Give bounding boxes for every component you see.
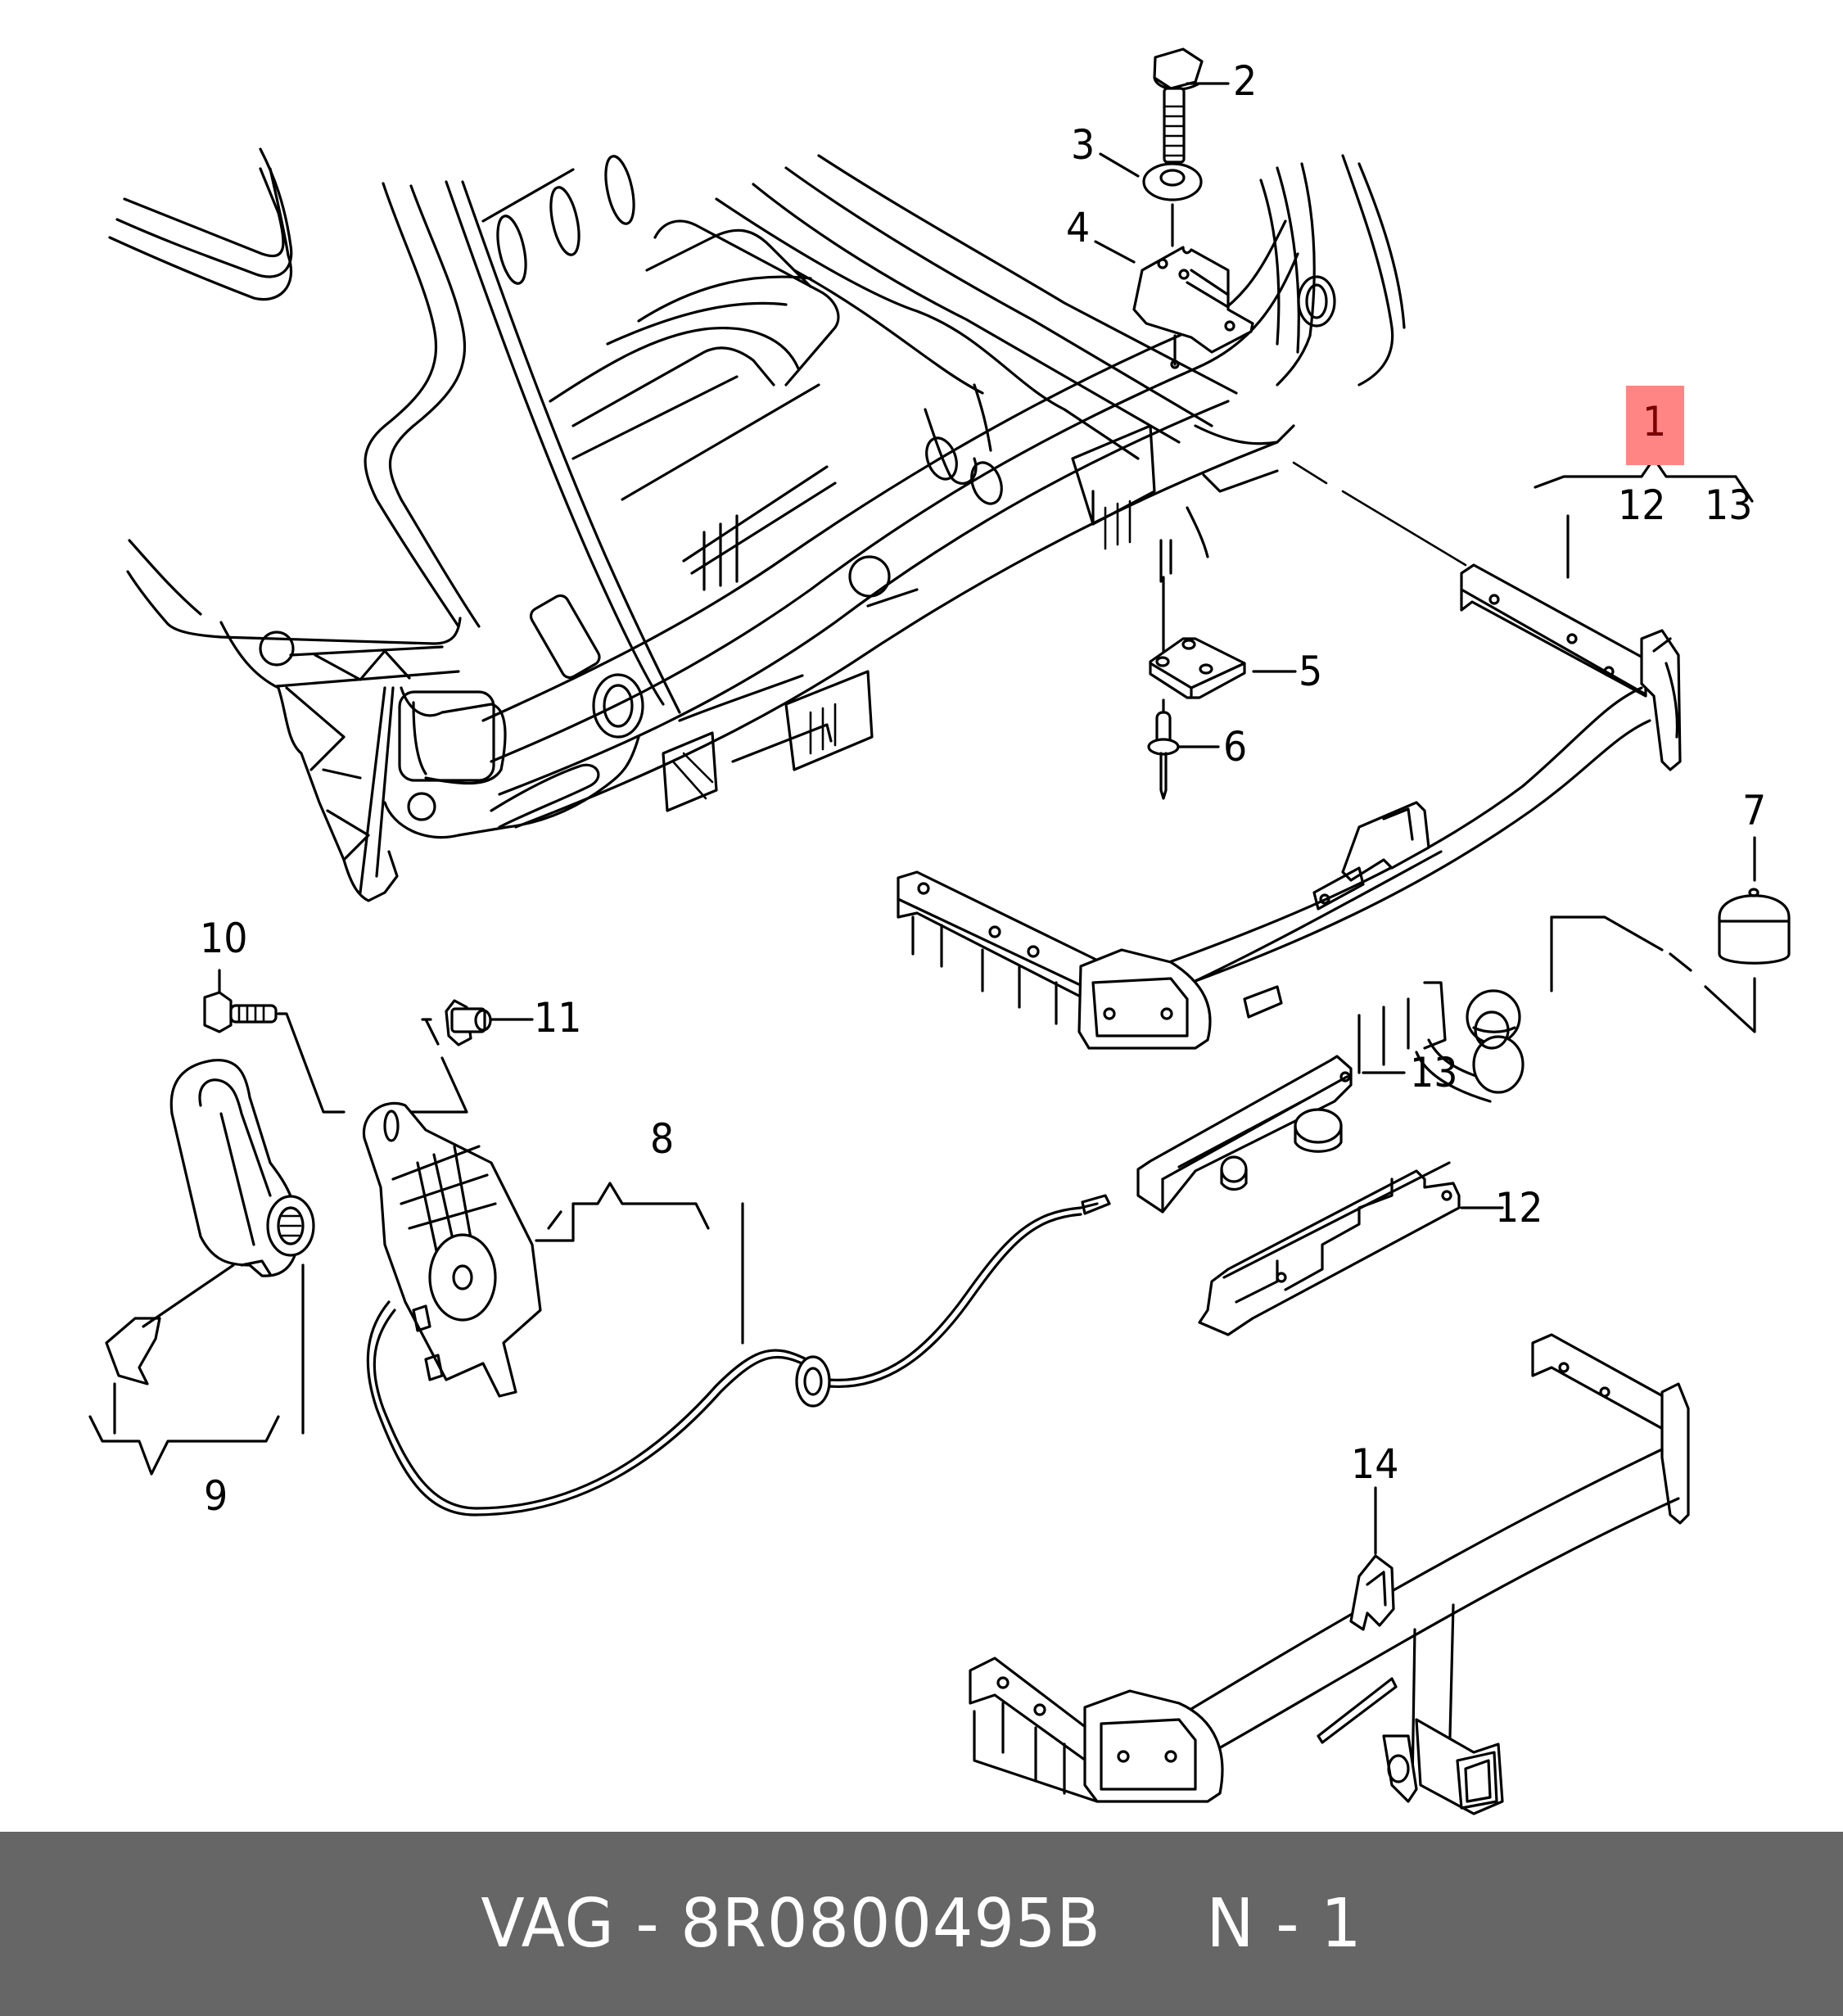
rail-12 xyxy=(1198,1161,1504,1336)
callout-6[interactable]: 6 xyxy=(1223,723,1248,771)
callout-11[interactable]: 11 xyxy=(534,994,582,1042)
part-number-text: VAG - 8R0800495B N - 1 xyxy=(481,1885,1362,1963)
callout-8[interactable]: 8 xyxy=(650,1115,675,1163)
callout-5[interactable]: 5 xyxy=(1299,648,1323,695)
callout-14[interactable]: 14 xyxy=(1351,1440,1399,1488)
plate-5 xyxy=(1149,576,1297,699)
callout-3[interactable]: 3 xyxy=(1071,121,1095,169)
bolt-10 xyxy=(203,969,346,1114)
callout-12[interactable]: 12 xyxy=(1495,1184,1543,1232)
nut-11 xyxy=(400,999,534,1114)
vehicle-body-illustration xyxy=(108,147,1406,902)
callout-9[interactable]: 9 xyxy=(204,1472,228,1520)
bracket-4 xyxy=(1094,240,1254,369)
footer-bar: VAG - 8R0800495B N - 1 xyxy=(0,1832,1843,2016)
leader-body-to-hitch xyxy=(1292,461,1467,567)
parts-diagram xyxy=(88,47,1791,1815)
callout-7[interactable]: 7 xyxy=(1742,787,1767,834)
bracket-13 xyxy=(1136,1055,1406,1214)
rivet-6 xyxy=(1147,698,1220,800)
highlight-box-part-1 xyxy=(1626,386,1684,465)
callout-10[interactable]: 10 xyxy=(200,915,248,962)
callout-13[interactable]: 13 xyxy=(1410,1049,1458,1096)
cover-9 xyxy=(88,1059,315,1476)
callout-2[interactable]: 2 xyxy=(1233,57,1258,105)
towbar-14 xyxy=(969,1333,1690,1815)
towbar-1 xyxy=(897,563,1682,1103)
callout-12-group[interactable]: 12 xyxy=(1618,481,1666,529)
callout-13-group[interactable]: 13 xyxy=(1705,481,1753,529)
bolt-2 xyxy=(1153,47,1230,164)
callout-1[interactable]: 1 xyxy=(1642,398,1667,445)
release-handle-8 xyxy=(362,1101,1111,1517)
cap-7 xyxy=(1550,836,1791,1033)
washer-3 xyxy=(1099,152,1203,247)
callout-4[interactable]: 4 xyxy=(1066,204,1091,251)
